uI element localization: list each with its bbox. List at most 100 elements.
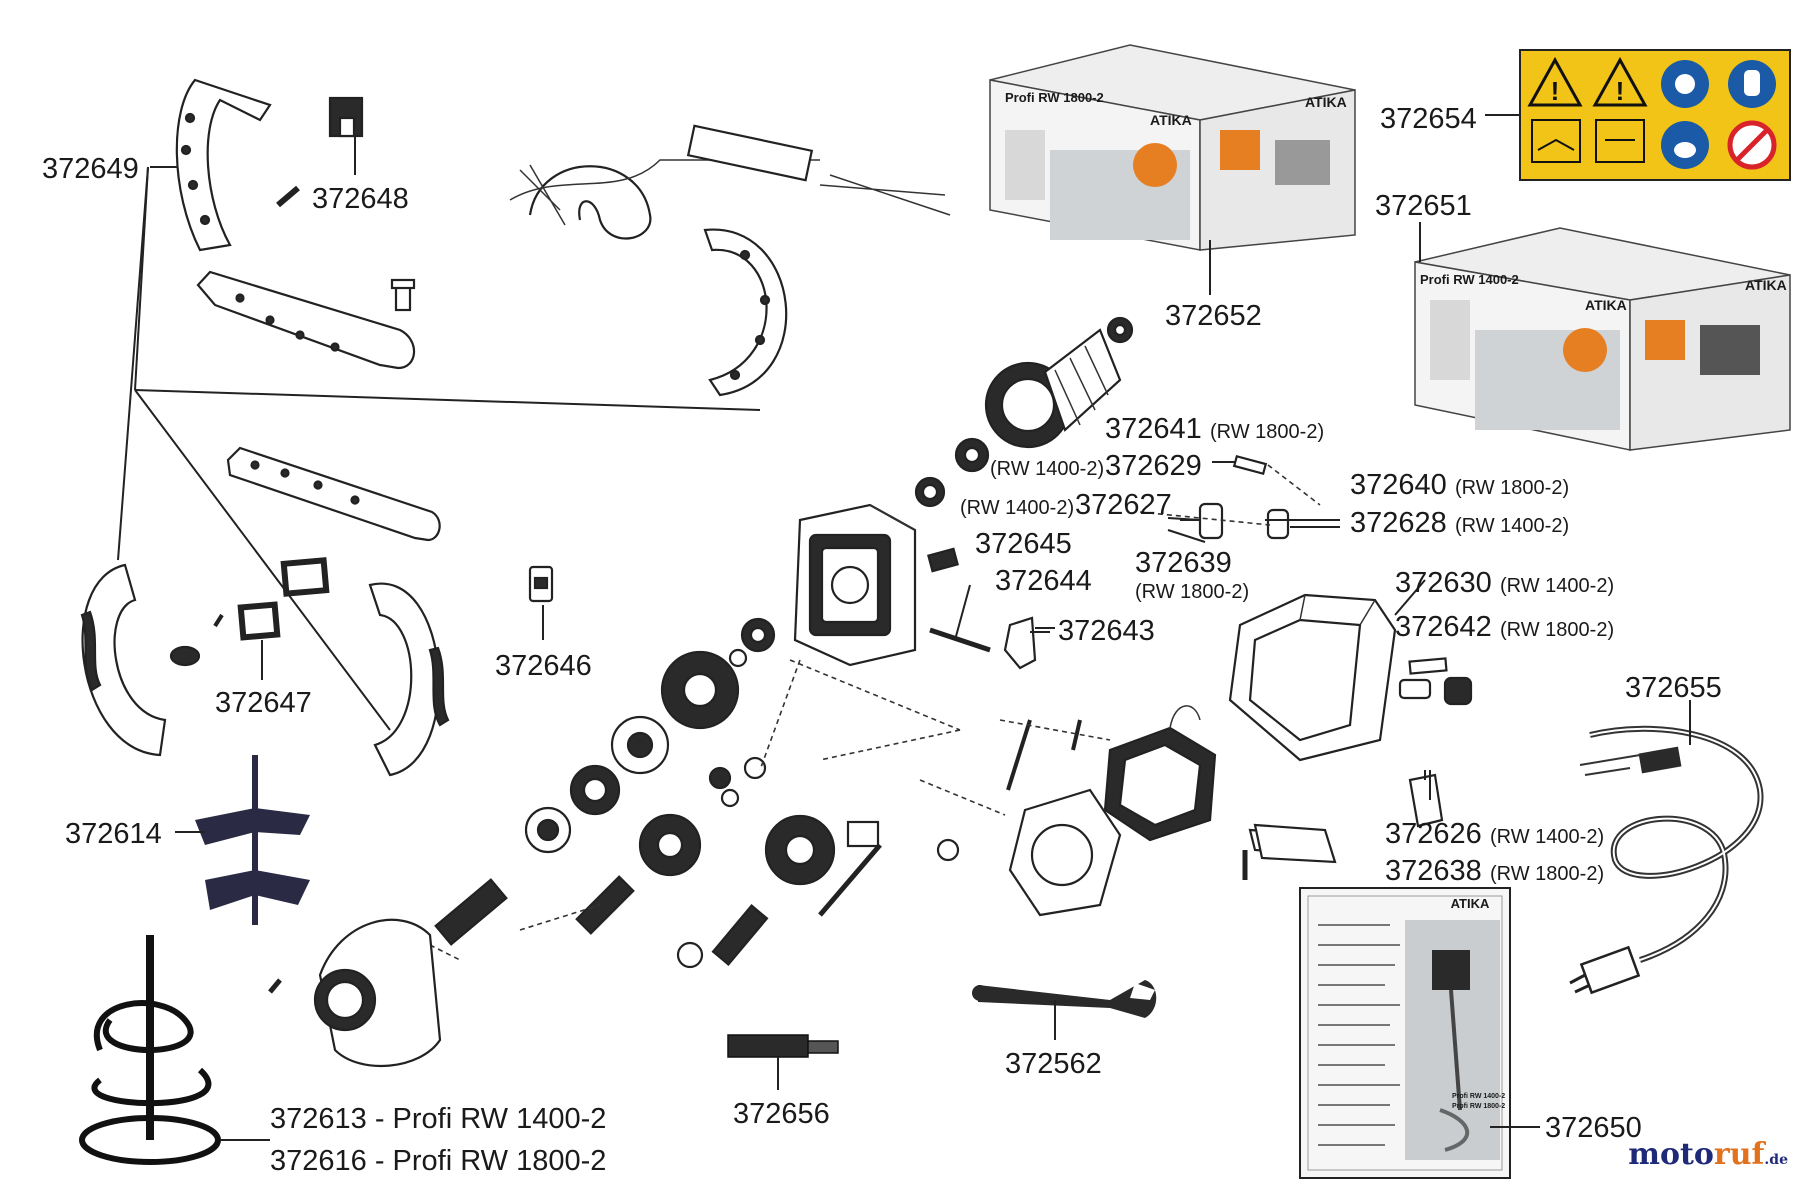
label-372647: 372647 (215, 687, 312, 719)
stator-plate-part (1008, 788, 1122, 917)
right-handle-grip-part (368, 582, 450, 777)
label-372627: 372627 (1075, 489, 1172, 521)
label-372626-note: (RW 1400-2) (1490, 826, 1604, 848)
label-372638: 372638 (1385, 855, 1482, 887)
motor-housing-part (1228, 593, 1473, 762)
label-372654: 372654 (1380, 103, 1477, 135)
dashed-assembly-lines (429, 659, 1111, 961)
part-number-labels: 372649 372648 372652 372654 372651 37264… (42, 103, 1722, 1177)
brush-holder-part (1139, 454, 1340, 540)
svg-text:!: ! (1551, 76, 1560, 106)
label-372628: 372628 (1350, 507, 1447, 539)
label-372641-note: (RW 1800-2) (1210, 421, 1324, 443)
label-372646: 372646 (495, 650, 592, 682)
label-372656: 372656 (733, 1098, 830, 1130)
left-handle-grip-part (80, 563, 167, 757)
label-372655: 372655 (1625, 672, 1722, 704)
label-372628-note: (RW 1400-2) (1455, 515, 1569, 537)
handle-clamp-part (175, 78, 272, 252)
dust-mask-icon (1661, 121, 1709, 169)
label-372641: 372641 (1105, 413, 1202, 445)
box-brand-label: ATIKA (1150, 112, 1192, 128)
switch-part-372648 (328, 96, 364, 175)
ear-protection-icon (1661, 60, 1709, 108)
manual-model-b: Profi RW 1800-2 (1452, 1103, 1505, 1110)
label-372642-note: (RW 1800-2) (1500, 619, 1614, 641)
label-372629-note: (RW 1400-2) (990, 458, 1104, 480)
warning-triangle-icon: ! (1527, 56, 1583, 107)
leader-372649 (117, 166, 761, 731)
label-372643: 372643 (1058, 615, 1155, 647)
package-box-rw1400: Profi RW 1400-2 ATIKA ATIKA (1414, 227, 1791, 451)
switch-part-372646 (528, 565, 554, 640)
shaft-part (929, 584, 1050, 670)
spring-clip-part (169, 613, 224, 667)
label-372638-note: (RW 1800-2) (1490, 863, 1604, 885)
warning-sticker: ! ! (1519, 49, 1791, 181)
armature-rotor-part (984, 316, 1134, 449)
spacer-rod-part (727, 1034, 839, 1090)
label-372627-note: (RW 1400-2) (960, 497, 1074, 519)
leader-lines (1035, 461, 1431, 800)
read-manual-icon (1531, 119, 1581, 163)
ring-guard-part (703, 228, 788, 397)
cable-loop-part (509, 124, 951, 240)
label-372639-note: (RW 1800-2) (1135, 581, 1249, 603)
spiral-mixer-part (79, 935, 270, 1165)
bearing-part (914, 437, 990, 508)
box-model-label: Profi RW 1800-2 (1005, 90, 1104, 105)
package-box-rw1800: Profi RW 1800-2 ATIKA ATIKA (989, 44, 1356, 295)
label-372562: 372562 (1005, 1048, 1102, 1080)
gear-train-parts (434, 617, 960, 969)
label-372626: 372626 (1385, 818, 1482, 850)
label-372640-note: (RW 1800-2) (1455, 477, 1569, 499)
label-372614: 372614 (65, 818, 162, 850)
manual-text-lines (1318, 924, 1400, 1146)
label-372649: 372649 (42, 153, 139, 185)
warning-triangle-icon: ! (1592, 56, 1648, 107)
svg-text:!: ! (1616, 76, 1625, 106)
label-372642: 372642 (1395, 611, 1492, 643)
label-372640: 372640 (1350, 469, 1447, 501)
label-372645: 372645 (975, 528, 1072, 560)
label-372629: 372629 (1105, 450, 1202, 482)
label-372652: 372652 (1165, 300, 1262, 332)
screw-part (276, 185, 300, 208)
watermark-part-c: .de (1764, 1152, 1788, 1168)
box-model-label: Profi RW 1400-2 (1420, 272, 1519, 287)
label-372630-note: (RW 1400-2) (1500, 575, 1614, 597)
gear-housing-part (793, 503, 959, 667)
label-372616: 372616 - Profi RW 1800-2 (270, 1145, 606, 1177)
gearbox-cover-part (268, 918, 442, 1068)
field-stator-part (1103, 705, 1217, 842)
box-brand-label: ATIKA (1585, 297, 1627, 313)
site-watermark-logo: motoruf.de (1628, 1137, 1788, 1172)
bolt-part (390, 278, 416, 312)
manual-brand-label: ATIKA (1451, 896, 1490, 911)
watermark-part-b: ruf (1713, 1137, 1765, 1172)
gasket-parts-372647 (237, 557, 330, 680)
label-372639: 372639 (1135, 547, 1232, 579)
stirrer-paddle-part (175, 755, 310, 925)
label-372644: 372644 (995, 565, 1092, 597)
gloves-icon (1728, 60, 1776, 108)
label-372630: 372630 (1395, 567, 1492, 599)
no-entry-icon (1727, 120, 1777, 170)
handle-bar-part (226, 446, 441, 542)
watermark-part-a: moto (1628, 1137, 1714, 1172)
power-cable-part (1569, 700, 1764, 995)
manual-model-a: Profi RW 1400-2 (1452, 1093, 1505, 1100)
screw-part (1006, 719, 1248, 880)
handle-bar-part (196, 270, 416, 370)
operating-manual: ATIKA Profi RW 1400-2 Profi RW 1800-2 (1299, 887, 1540, 1179)
unplug-icon (1595, 119, 1645, 163)
label-372650: 372650 (1545, 1112, 1642, 1144)
label-372651: 372651 (1375, 190, 1472, 222)
box-brand-label-side: ATIKA (1745, 277, 1787, 293)
label-372648: 372648 (312, 183, 409, 215)
label-372613: 372613 - Profi RW 1400-2 (270, 1103, 606, 1135)
box-brand-label-side: ATIKA (1305, 94, 1347, 110)
insulator-part (1248, 823, 1337, 864)
